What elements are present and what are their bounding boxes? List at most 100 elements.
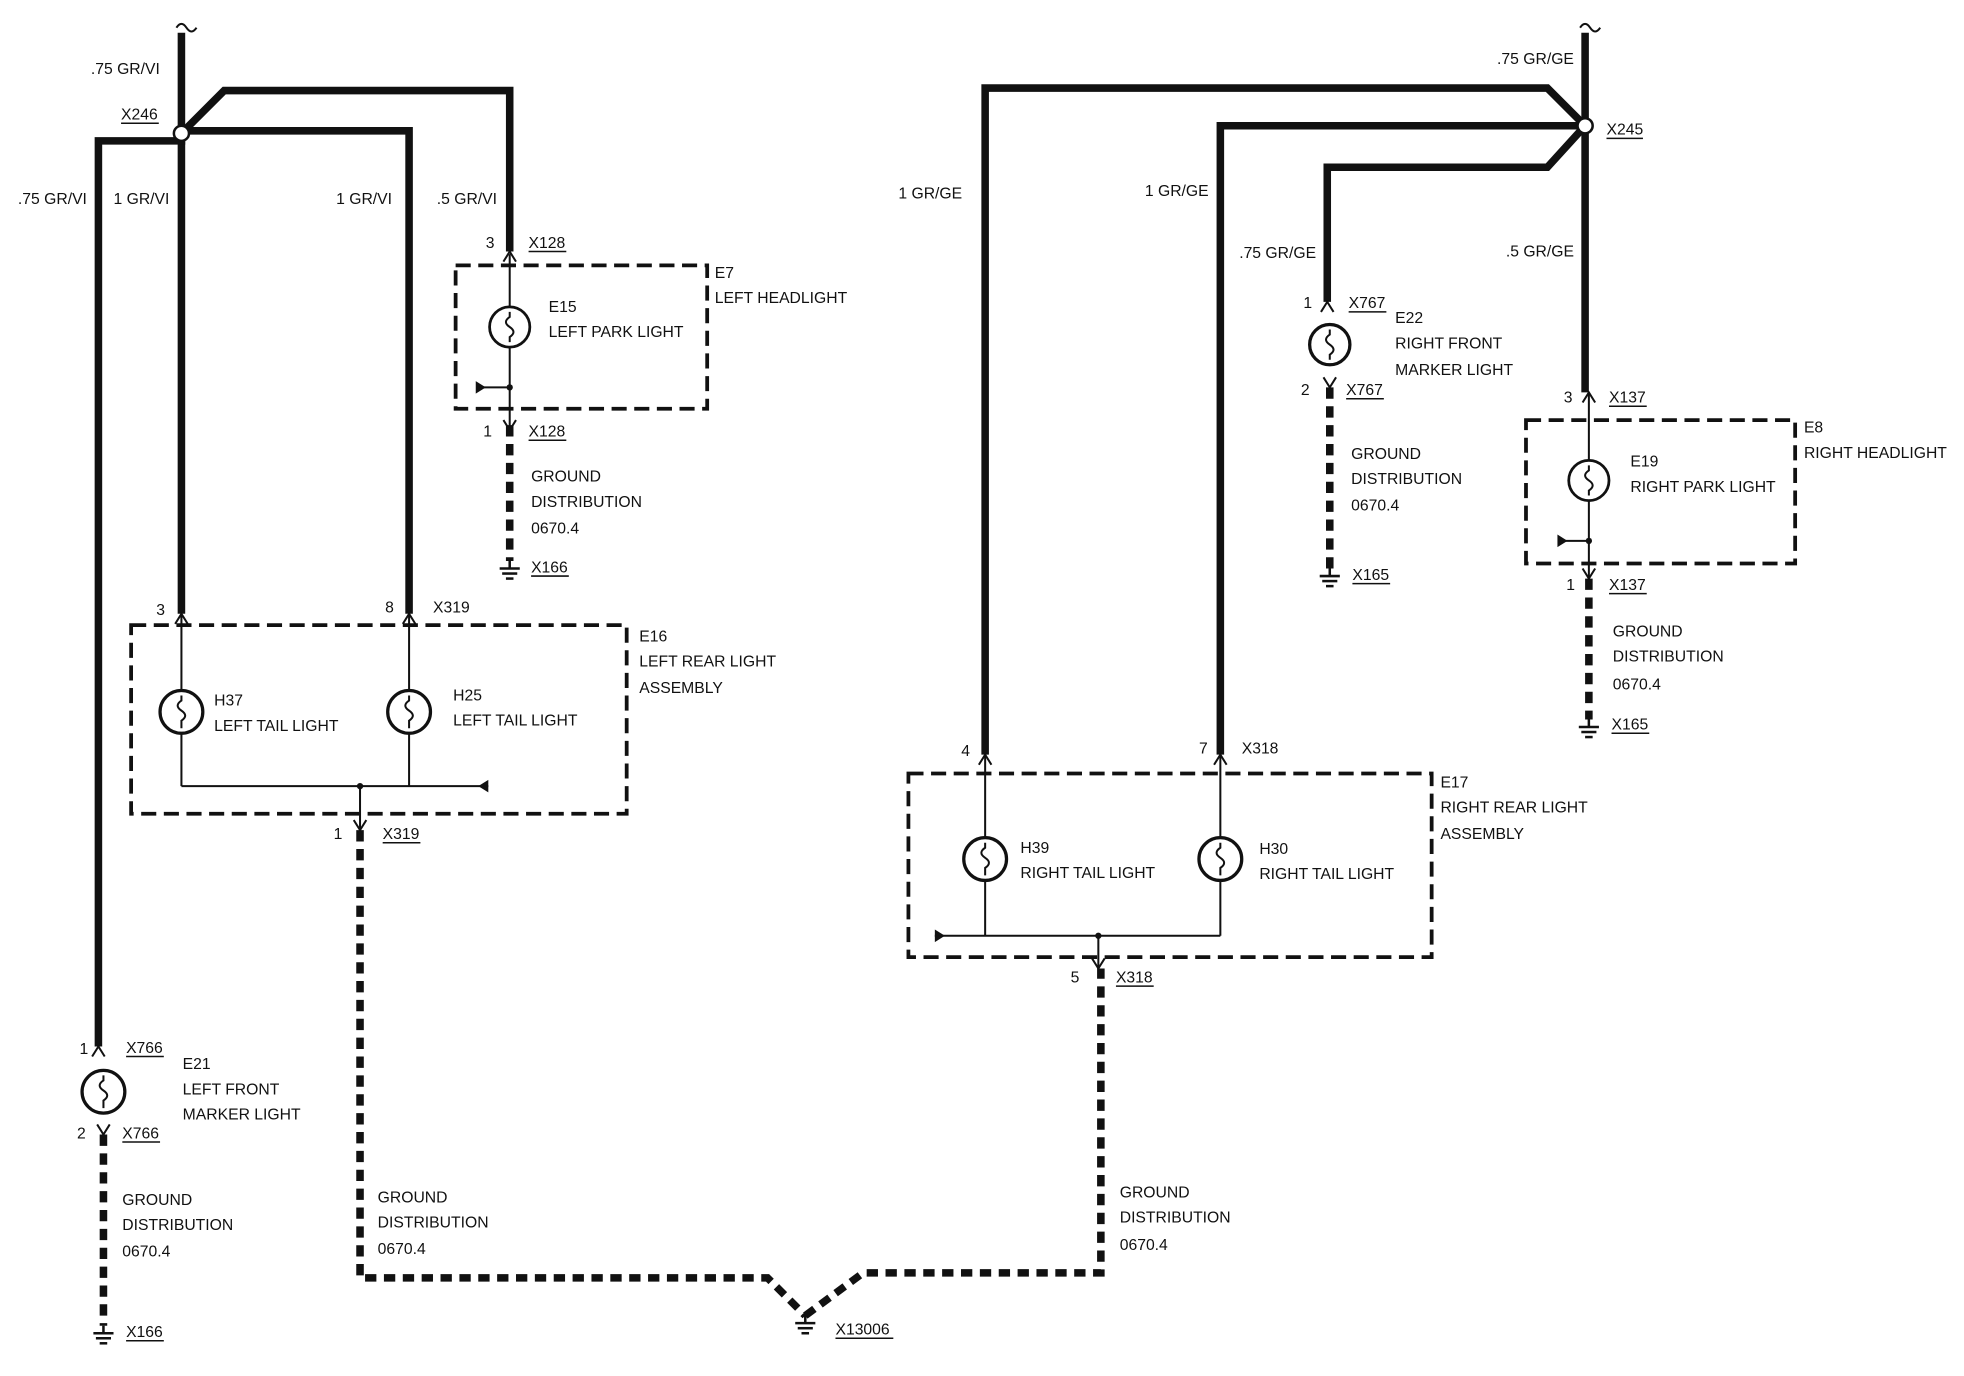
e16-left-rear-light-assembly — [129, 613, 629, 831]
component-e16-name-line2: ASSEMBLY — [639, 680, 723, 697]
connector-label-x767-bottom: X767 — [1346, 382, 1383, 399]
component-e8-id: E8 — [1804, 420, 1823, 437]
component-e7-id: E7 — [715, 265, 734, 282]
component-h39-name: RIGHT TAIL LIGHT — [1020, 865, 1155, 882]
e15-ground-node — [506, 384, 513, 391]
component-e17-id: E17 — [1440, 774, 1468, 791]
h37-bulb-icon — [158, 688, 205, 735]
splice-label-x246: X246 — [121, 106, 158, 123]
connector-arrow-x767-bottom — [1322, 376, 1337, 390]
pin-x319-ground: 1 — [334, 826, 343, 843]
component-e15-name: LEFT PARK LIGHT — [549, 324, 684, 341]
right-feed-break-symbol — [1579, 22, 1602, 33]
ground-note-left-park-3: 0670.4 — [531, 520, 579, 537]
ground-note-right-rear-2: DISTRIBUTION — [1120, 1210, 1231, 1227]
splice-label-x245: X245 — [1606, 122, 1643, 139]
e17-ground-bus — [934, 934, 1221, 969]
component-e17-name-line2: ASSEMBLY — [1440, 826, 1524, 843]
wire-right-outer — [981, 84, 1588, 755]
wire-left-outer — [94, 133, 186, 1047]
pin-x319-b: 8 — [385, 600, 394, 617]
e16-ground-arrow — [478, 779, 489, 793]
connector-label-x128-top: X128 — [529, 235, 566, 252]
component-e17-name-line1: RIGHT REAR LIGHT — [1440, 800, 1588, 817]
e21-left-front-marker-light — [80, 1044, 127, 1137]
component-e22-id: E22 — [1395, 310, 1423, 327]
component-e22-name-line2: MARKER LIGHT — [1395, 362, 1513, 379]
pin-x766-bottom: 2 — [77, 1125, 86, 1142]
component-e16-id: E16 — [639, 628, 667, 645]
right-feed-wiring — [981, 22, 1602, 755]
ground-note-right-park-3: 0670.4 — [1613, 676, 1661, 693]
connector-arrow-x137-top — [1581, 390, 1597, 404]
e19-bulb-icon — [1567, 458, 1611, 502]
ground-note-right-marker-2: DISTRIBUTION — [1351, 471, 1462, 488]
e16-ground-node — [356, 782, 364, 790]
ground-symbol-x165-park — [1578, 719, 1599, 739]
component-e8-name: RIGHT HEADLIGHT — [1804, 445, 1947, 462]
left-feed-wiring — [94, 22, 514, 1047]
ground-note-left-rear-3: 0670.4 — [378, 1241, 426, 1258]
ground-note-left-marker-1: GROUND — [122, 1192, 192, 1209]
component-h30-id: H30 — [1259, 841, 1288, 858]
connector-label-x319-bottom: X319 — [383, 826, 420, 843]
ground-note-right-marker-3: 0670.4 — [1351, 498, 1399, 515]
component-e19-name: RIGHT PARK LIGHT — [1630, 479, 1776, 496]
connector-label-x318-top: X318 — [1242, 740, 1279, 757]
wire-left-park — [178, 86, 514, 252]
component-e15-id: E15 — [549, 299, 577, 316]
pin-x318-a: 4 — [961, 743, 970, 760]
component-e7-name: LEFT HEADLIGHT — [715, 290, 848, 307]
ground-note-right-marker-1: GROUND — [1351, 446, 1421, 463]
e15-bulb-icon — [488, 305, 532, 349]
connector-label-x165-park: X165 — [1612, 717, 1649, 734]
ground-note-left-marker-3: 0670.4 — [122, 1244, 170, 1261]
component-h25-name: LEFT TAIL LIGHT — [453, 713, 578, 730]
wire-right-inner — [1216, 122, 1586, 755]
pin-x319-a: 3 — [156, 602, 165, 619]
wire-label-left-outer: .75 GR/VI — [18, 191, 87, 208]
component-e16-name-line1: LEFT REAR LIGHT — [639, 654, 776, 671]
e19-ground-node — [1585, 537, 1593, 544]
pin-x318-b: 7 — [1199, 740, 1208, 757]
component-h25-id: H25 — [453, 688, 482, 705]
component-h39-id: H39 — [1020, 840, 1049, 857]
ground-note-right-park-2: DISTRIBUTION — [1613, 649, 1724, 666]
connector-label-x128-bottom: X128 — [529, 423, 566, 440]
e17-box — [906, 771, 1434, 960]
e15-ground-arrow — [475, 381, 486, 394]
ground-symbol-x165-marker — [1319, 568, 1340, 588]
connector-label-x137-bottom: X137 — [1609, 577, 1646, 594]
component-e21-id: E21 — [183, 1056, 211, 1073]
wire-label-right-park: .5 GR/GE — [1506, 244, 1574, 261]
h30-bulb-icon — [1197, 836, 1244, 883]
connector-label-x319-top: X319 — [433, 600, 470, 617]
e17-right-rear-light-assembly — [906, 754, 1434, 969]
e7-left-headlight — [453, 254, 710, 431]
ground-note-left-marker-2: DISTRIBUTION — [122, 1217, 233, 1234]
pin-x137-bottom: 1 — [1566, 577, 1575, 594]
e21-bulb-icon — [80, 1068, 127, 1115]
left-feed-break-symbol — [175, 22, 198, 33]
connector-label-x766-top: X766 — [126, 1040, 163, 1057]
component-e21-name-line1: LEFT FRONT — [183, 1081, 280, 1098]
wire-label-right-feed: .75 GR/GE — [1497, 51, 1574, 68]
e17-ground-arrow — [934, 929, 945, 943]
wire-label-right-marker: .75 GR/GE — [1239, 245, 1316, 262]
pin-x128-bottom: 1 — [483, 423, 492, 440]
h39-bulb-icon — [962, 836, 1009, 883]
pin-x318-ground: 5 — [1071, 969, 1080, 986]
ground-note-left-park-2: DISTRIBUTION — [531, 494, 642, 511]
connector-arrow-x128-top — [502, 249, 517, 263]
connector-label-x767-top: X767 — [1349, 295, 1386, 312]
ground-note-right-rear-1: GROUND — [1120, 1184, 1190, 1201]
e22-right-front-marker-light — [1308, 299, 1352, 390]
ground-note-right-park-1: GROUND — [1613, 623, 1683, 640]
wire-label-left-inner-a: 1 GR/VI — [114, 191, 170, 208]
pin-x128-top: 3 — [486, 235, 495, 252]
splice-x245 — [1576, 116, 1594, 135]
connector-label-x166-marker: X166 — [126, 1324, 163, 1341]
ground-wire-rear-shared — [356, 830, 1105, 1319]
ground-symbol-x166-marker — [93, 1325, 114, 1345]
connector-label-x766-bottom: X766 — [122, 1125, 159, 1142]
